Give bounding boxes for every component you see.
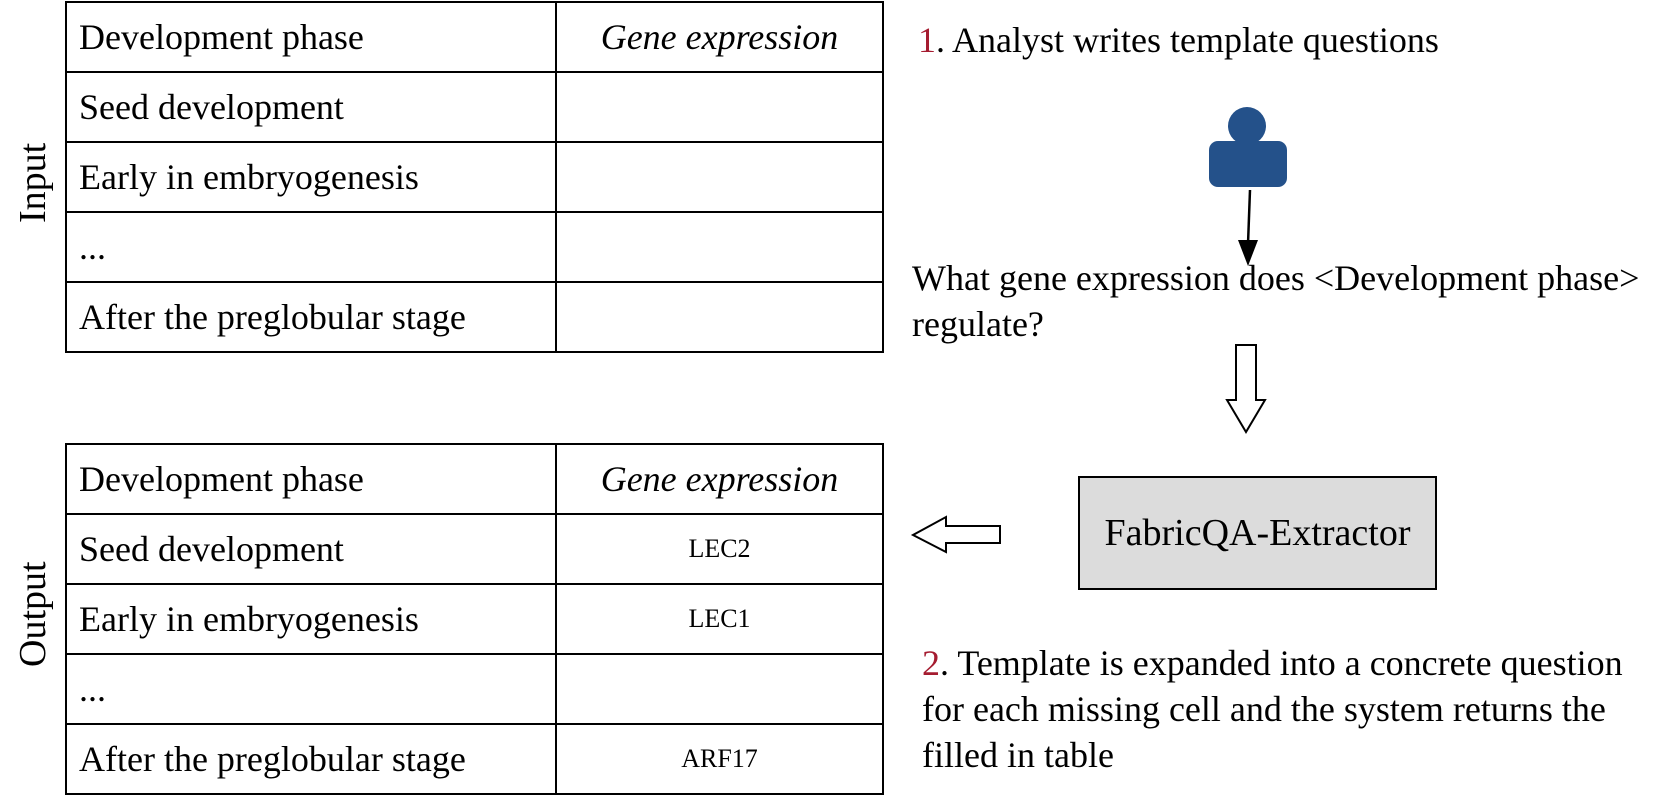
header-development-phase: Development phase — [65, 1, 557, 73]
table-header-row: Development phase Gene expression — [65, 1, 884, 73]
step-1-number: 1 — [918, 20, 936, 60]
user-icon — [1209, 107, 1287, 187]
table-row: ... — [65, 653, 884, 725]
table-row: After the preglobular stage — [65, 281, 884, 353]
gene-cell — [555, 653, 884, 725]
phase-cell: After the preglobular stage — [65, 281, 557, 353]
table-header-row: Development phase Gene expression — [65, 443, 884, 515]
gene-cell — [555, 281, 884, 353]
gene-cell — [555, 211, 884, 283]
phase-cell: Seed development — [65, 71, 557, 143]
step-2-text: . Template is expanded into a concrete q… — [922, 643, 1623, 775]
table-row: After the preglobular stage ARF17 — [65, 723, 884, 795]
phase-cell: ... — [65, 211, 557, 283]
gene-cell: LEC2 — [555, 513, 884, 585]
table-row: Early in embryogenesis — [65, 141, 884, 213]
gene-cell: LEC1 — [555, 583, 884, 655]
gene-cell: ARF17 — [555, 723, 884, 795]
extractor-label: FabricQA-Extractor — [1104, 512, 1411, 554]
phase-cell: ... — [65, 653, 557, 725]
phase-cell: Early in embryogenesis — [65, 141, 557, 213]
table-row: Early in embryogenesis LEC1 — [65, 583, 884, 655]
template-question: What gene expression does <Development p… — [912, 258, 1640, 344]
extractor-box: FabricQA-Extractor — [1078, 476, 1437, 590]
phase-cell: Seed development — [65, 513, 557, 585]
gene-cell — [555, 141, 884, 213]
table-row: Seed development — [65, 71, 884, 143]
phase-cell: Early in embryogenesis — [65, 583, 557, 655]
header-gene-expression: Gene expression — [555, 443, 884, 515]
step-2-caption: 2. Template is expanded into a concrete … — [922, 640, 1642, 778]
phase-cell: After the preglobular stage — [65, 723, 557, 795]
hollow-arrow-down-icon — [1225, 344, 1267, 434]
arrow-down-icon — [1238, 189, 1258, 266]
gene-cell — [555, 71, 884, 143]
step-1-text: . Analyst writes template questions — [936, 20, 1439, 60]
input-table: Development phase Gene expression Seed d… — [65, 1, 884, 353]
header-development-phase: Development phase — [65, 443, 557, 515]
output-table: Development phase Gene expression Seed d… — [65, 443, 884, 795]
table-row: Seed development LEC2 — [65, 513, 884, 585]
step-2-number: 2 — [922, 643, 940, 683]
table-row: ... — [65, 211, 884, 283]
hollow-arrow-left-icon — [910, 515, 1001, 554]
header-gene-expression: Gene expression — [555, 1, 884, 73]
step-1-caption: 1. Analyst writes template questions — [918, 17, 1439, 63]
